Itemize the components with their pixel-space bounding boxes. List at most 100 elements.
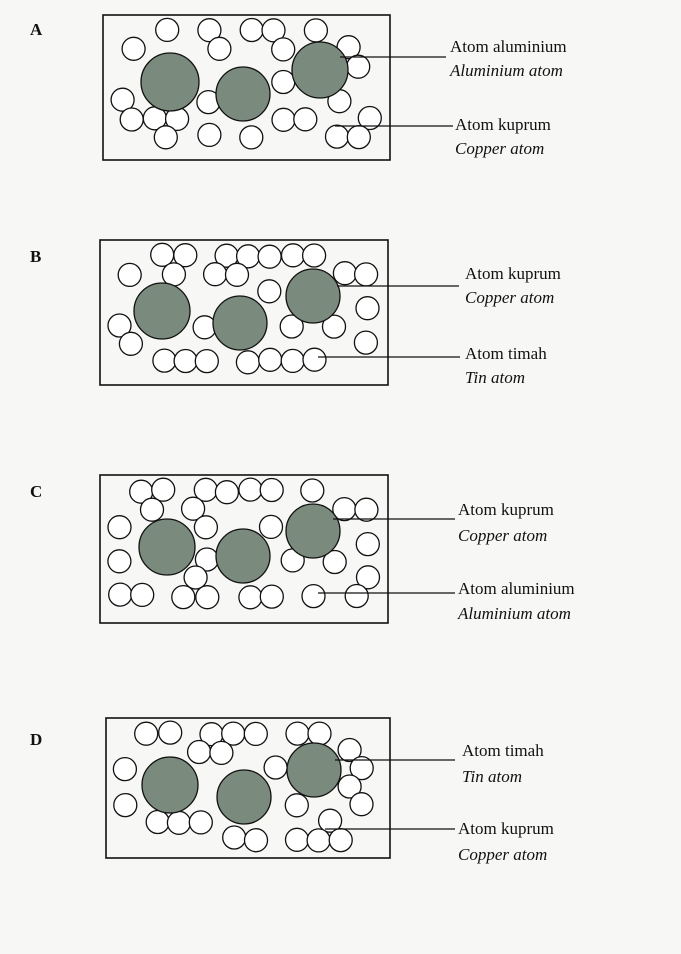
small-atom: [130, 582, 155, 608]
small-atom: [301, 583, 326, 609]
small-atom: [224, 262, 250, 287]
small-atom: [271, 37, 296, 62]
large-atom: [212, 295, 268, 351]
small-atom: [222, 825, 247, 850]
small-atom-cluster: [107, 242, 380, 375]
small-atom: [354, 497, 379, 522]
small-atom: [306, 828, 331, 853]
small-atom: [188, 810, 213, 835]
small-atom: [332, 261, 358, 286]
small-atom-cluster: [112, 720, 374, 853]
label-english: Copper atom: [458, 526, 547, 545]
label-malay: Atom kuprum: [458, 500, 554, 519]
small-atom: [280, 348, 305, 374]
small-atom: [357, 105, 382, 131]
small-atom: [257, 244, 282, 269]
small-atom: [186, 739, 212, 765]
large-atom: [215, 528, 271, 584]
small-atom: [238, 585, 263, 610]
large-atom: [141, 756, 199, 814]
large-atom: [216, 769, 272, 825]
option-letter: B: [30, 247, 41, 266]
small-atom: [134, 721, 159, 746]
small-atom: [238, 477, 263, 502]
label-english: Aluminium atom: [457, 604, 571, 623]
small-atom: [121, 36, 146, 61]
large-atom: [286, 742, 342, 798]
small-atom: [107, 549, 132, 574]
panel-frame: [99, 239, 389, 386]
label-malay: Atom kuprum: [455, 115, 551, 134]
large-atom: [133, 282, 191, 340]
small-atom: [355, 565, 381, 590]
small-atom: [209, 740, 234, 766]
small-atom: [301, 243, 327, 268]
label-english: Tin atom: [465, 368, 525, 387]
small-atom: [113, 792, 138, 818]
small-atom: [119, 107, 144, 132]
small-atom: [321, 314, 347, 339]
large-atom: [215, 66, 271, 122]
panel-frame: [102, 14, 391, 161]
small-atom: [152, 348, 177, 373]
small-atom-cluster: [107, 477, 381, 610]
small-atom: [243, 721, 268, 747]
small-atom: [337, 737, 362, 763]
label-english: Copper atom: [458, 845, 547, 864]
small-atom: [293, 107, 318, 132]
small-atom: [239, 17, 264, 43]
small-atom: [239, 125, 264, 150]
small-atom: [349, 755, 374, 781]
small-atom: [303, 18, 329, 43]
label-english: Tin atom: [462, 767, 522, 786]
small-atom: [353, 330, 379, 355]
small-atom: [173, 348, 198, 374]
option-letter: A: [30, 20, 43, 39]
small-atom: [284, 827, 310, 852]
small-atom: [193, 515, 219, 540]
small-atom: [166, 810, 192, 835]
small-atom: [243, 828, 269, 853]
small-atom: [322, 549, 347, 575]
small-atom: [317, 808, 343, 833]
small-atom: [353, 262, 379, 287]
small-atom: [263, 755, 288, 780]
small-atom: [280, 243, 306, 268]
small-atom: [337, 774, 362, 799]
small-atom: [173, 243, 198, 268]
small-atom: [271, 107, 296, 132]
small-atom: [183, 565, 208, 590]
small-atom: [355, 296, 380, 321]
small-atom: [324, 124, 350, 149]
option-letter: C: [30, 482, 42, 501]
small-atom: [285, 721, 310, 746]
small-atom: [202, 262, 228, 287]
small-atom: [153, 125, 178, 150]
small-atom: [302, 347, 327, 372]
small-atom: [107, 313, 132, 338]
small-atom: [328, 827, 353, 853]
small-atom: [346, 124, 371, 150]
small-atom: [110, 87, 135, 112]
small-atom: [349, 792, 374, 817]
small-atom: [194, 348, 219, 374]
small-atom: [261, 18, 286, 43]
small-atom: [112, 756, 138, 782]
small-atom: [117, 262, 142, 288]
small-atom: [107, 515, 132, 540]
panel-frame: [105, 717, 391, 859]
large-atom: [285, 268, 341, 324]
small-atom: [108, 582, 133, 607]
label-english: Aluminium atom: [449, 61, 563, 80]
small-atom: [346, 54, 371, 79]
option-letter: D: [30, 730, 42, 749]
small-atom: [155, 17, 180, 43]
panel-frame: [99, 474, 389, 624]
small-atom: [259, 477, 284, 503]
small-atom: [259, 584, 284, 609]
